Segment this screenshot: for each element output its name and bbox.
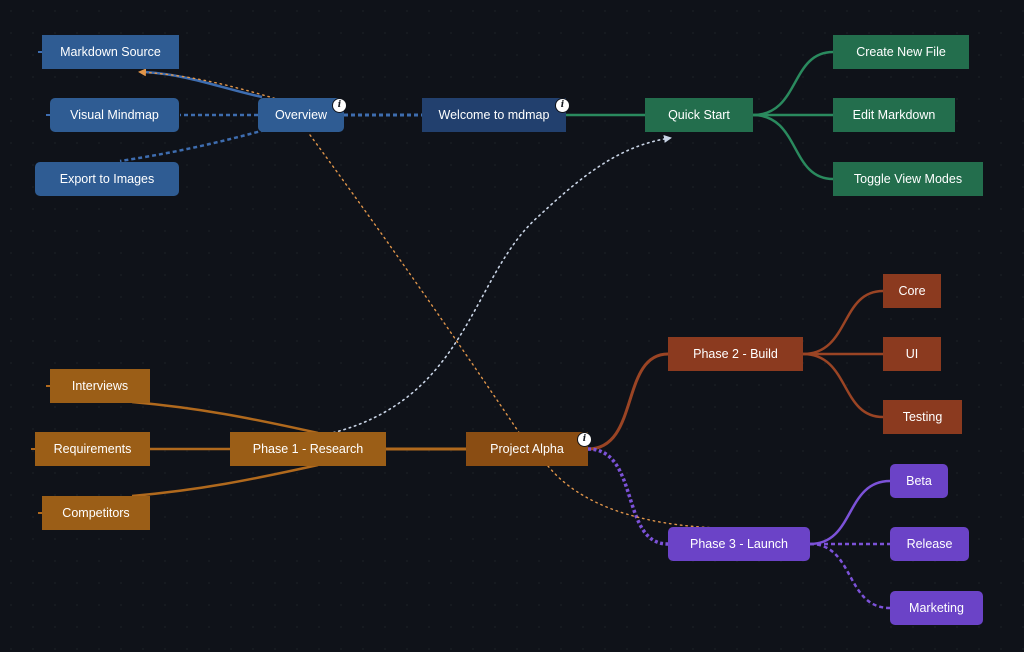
node-marketing[interactable]: Marketing (890, 591, 983, 625)
node-requirements[interactable]: Requirements (35, 432, 150, 466)
crosslink-overview-alpha (309, 134, 521, 435)
crosslink-alpha-phase3 (547, 465, 719, 529)
node-edit-markdown[interactable]: Edit Markdown (833, 98, 955, 132)
info-icon[interactable]: i (578, 433, 591, 446)
node-release[interactable]: Release (890, 527, 969, 561)
node-ui[interactable]: UI (883, 337, 941, 371)
node-welcome[interactable]: Welcome to mdmap (422, 98, 566, 132)
link-phase1-competitors (131, 463, 319, 498)
node-phase3-launch[interactable]: Phase 3 - Launch (668, 527, 810, 561)
info-icon[interactable]: i (556, 99, 569, 112)
link-alpha-phase3 (587, 447, 669, 546)
node-overview[interactable]: Overview (258, 98, 344, 132)
node-export-images[interactable]: Export to Images (35, 162, 179, 196)
link-phase1-interviews (131, 400, 319, 435)
node-visual-mindmap[interactable]: Visual Mindmap (50, 98, 179, 132)
link-overview-export-images (119, 128, 266, 163)
link-phase2-testing (802, 352, 884, 419)
node-markdown-source[interactable]: Markdown Source (42, 35, 179, 69)
node-interviews[interactable]: Interviews (50, 369, 150, 403)
node-create-new-file[interactable]: Create New File (833, 35, 969, 69)
node-core[interactable]: Core (883, 274, 941, 308)
node-quick-start[interactable]: Quick Start (645, 98, 753, 132)
link-alpha-phase2 (587, 352, 669, 451)
link-overview-markdown-source (144, 70, 263, 99)
node-project-alpha[interactable]: Project Alpha (466, 432, 588, 466)
link-phase3-beta (809, 479, 891, 546)
info-icon[interactable]: i (333, 99, 346, 112)
node-competitors[interactable]: Competitors (42, 496, 150, 530)
link-phase2-core (802, 289, 884, 356)
link-phase3-marketing (809, 542, 891, 610)
node-phase2-build[interactable]: Phase 2 - Build (668, 337, 803, 371)
node-toggle-view-modes[interactable]: Toggle View Modes (833, 162, 983, 196)
node-phase1-research[interactable]: Phase 1 - Research (230, 432, 386, 466)
link-quickstart-toggle (752, 113, 834, 181)
crosslink-overview-markdown-source (138, 68, 281, 101)
link-quickstart-create (752, 50, 834, 117)
crosslink-phase1-quickstart (327, 134, 672, 435)
node-testing[interactable]: Testing (883, 400, 962, 434)
node-beta[interactable]: Beta (890, 464, 948, 498)
